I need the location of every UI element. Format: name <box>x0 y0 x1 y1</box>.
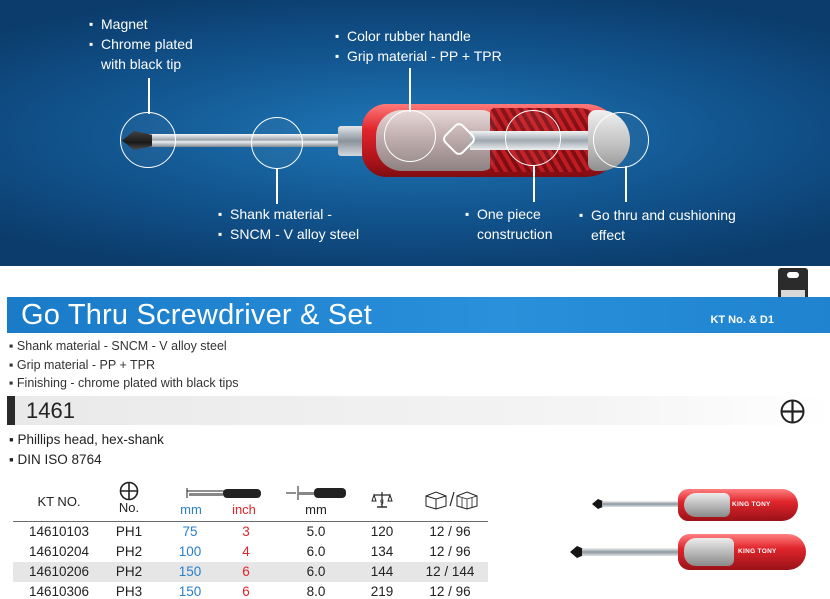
leader-line <box>148 78 150 114</box>
weight-scale-icon: g <box>371 492 393 508</box>
package-box-icon <box>425 491 478 510</box>
shaft-diameter-icon <box>286 486 346 500</box>
leader-line <box>533 166 535 202</box>
kt-no-label: KT No. & D1 <box>710 314 774 326</box>
title-band: Go Thru Screwdriver & Set KT No. & D1 <box>7 297 830 333</box>
product-image-small-screwdriver: KING TONY <box>592 489 812 523</box>
model-number: 1461 <box>26 398 75 423</box>
feature-list: ▪ Shank material - SNCM - V alloy steel … <box>9 337 239 393</box>
table-row: 14610204 PH2 100 4 6.0 134 12 / 96 <box>28 544 471 559</box>
model-bar: 1461 <box>7 396 830 425</box>
feature-item: ▪ Finishing - chrome plated with black t… <box>9 376 239 390</box>
blade-length-icon <box>186 488 261 498</box>
spec-item: ▪ Phillips head, hex-shank <box>9 432 164 447</box>
callout-handle: ▪Color rubber handle ▪Grip material - PP… <box>335 28 502 64</box>
table-body: 14610103 PH1 75 3 5.0 120 12 / 96 146102… <box>13 522 488 599</box>
hero-banner: ▪Magnet ▪Chrome plated with black tip ▪C… <box>0 0 830 266</box>
phillips-icon <box>119 481 139 501</box>
feature-item: ▪ Shank material - SNCM - V alloy steel <box>9 339 227 353</box>
detail-ring-core <box>505 110 561 166</box>
table-row: 14610306 PH3 150 6 8.0 219 12 / 96 <box>28 584 471 599</box>
product-image-large-screwdriver: KING TONY <box>570 534 815 572</box>
spec-list: ▪ Phillips head, hex-shank ▪ DIN ISO 876… <box>9 430 164 470</box>
leader-line <box>625 166 627 202</box>
callout-shank: ▪Shank material - ▪SNCM - V alloy steel <box>218 206 360 242</box>
header-mm: mm <box>180 502 202 517</box>
header-no: No. <box>118 500 140 515</box>
spec-item: ▪ DIN ISO 8764 <box>9 452 102 467</box>
header-dia-mm: mm <box>305 502 327 517</box>
leader-line <box>276 169 278 204</box>
callout-magnet: ▪Magnet ▪Chrome plated with black tip <box>89 16 193 72</box>
callout-one-piece: ▪One piece construction <box>465 206 553 242</box>
table-row: 14610103 PH1 75 3 5.0 120 12 / 96 <box>28 524 471 539</box>
leader-line <box>409 68 411 112</box>
page-title: Go Thru Screwdriver & Set <box>21 299 372 331</box>
callout-go-thru: ▪Go thru and cushioning effect <box>579 207 736 243</box>
detail-ring-cap <box>593 112 649 168</box>
table-row: 14610206 PH2 150 6 6.0 144 12 / 144 <box>13 562 488 582</box>
detail-ring-tip <box>120 112 176 168</box>
table-header: KT NO. No. mm inch mm g <box>13 478 488 522</box>
header-inch: inch <box>232 502 256 517</box>
detail-ring-shank <box>251 117 303 169</box>
svg-text:g: g <box>380 498 384 505</box>
feature-item: ▪ Grip material - PP + TPR <box>9 357 156 372</box>
detail-ring-handle <box>384 110 436 162</box>
header-kt-no: KT NO. <box>37 494 81 509</box>
phillips-head-icon <box>780 399 805 424</box>
